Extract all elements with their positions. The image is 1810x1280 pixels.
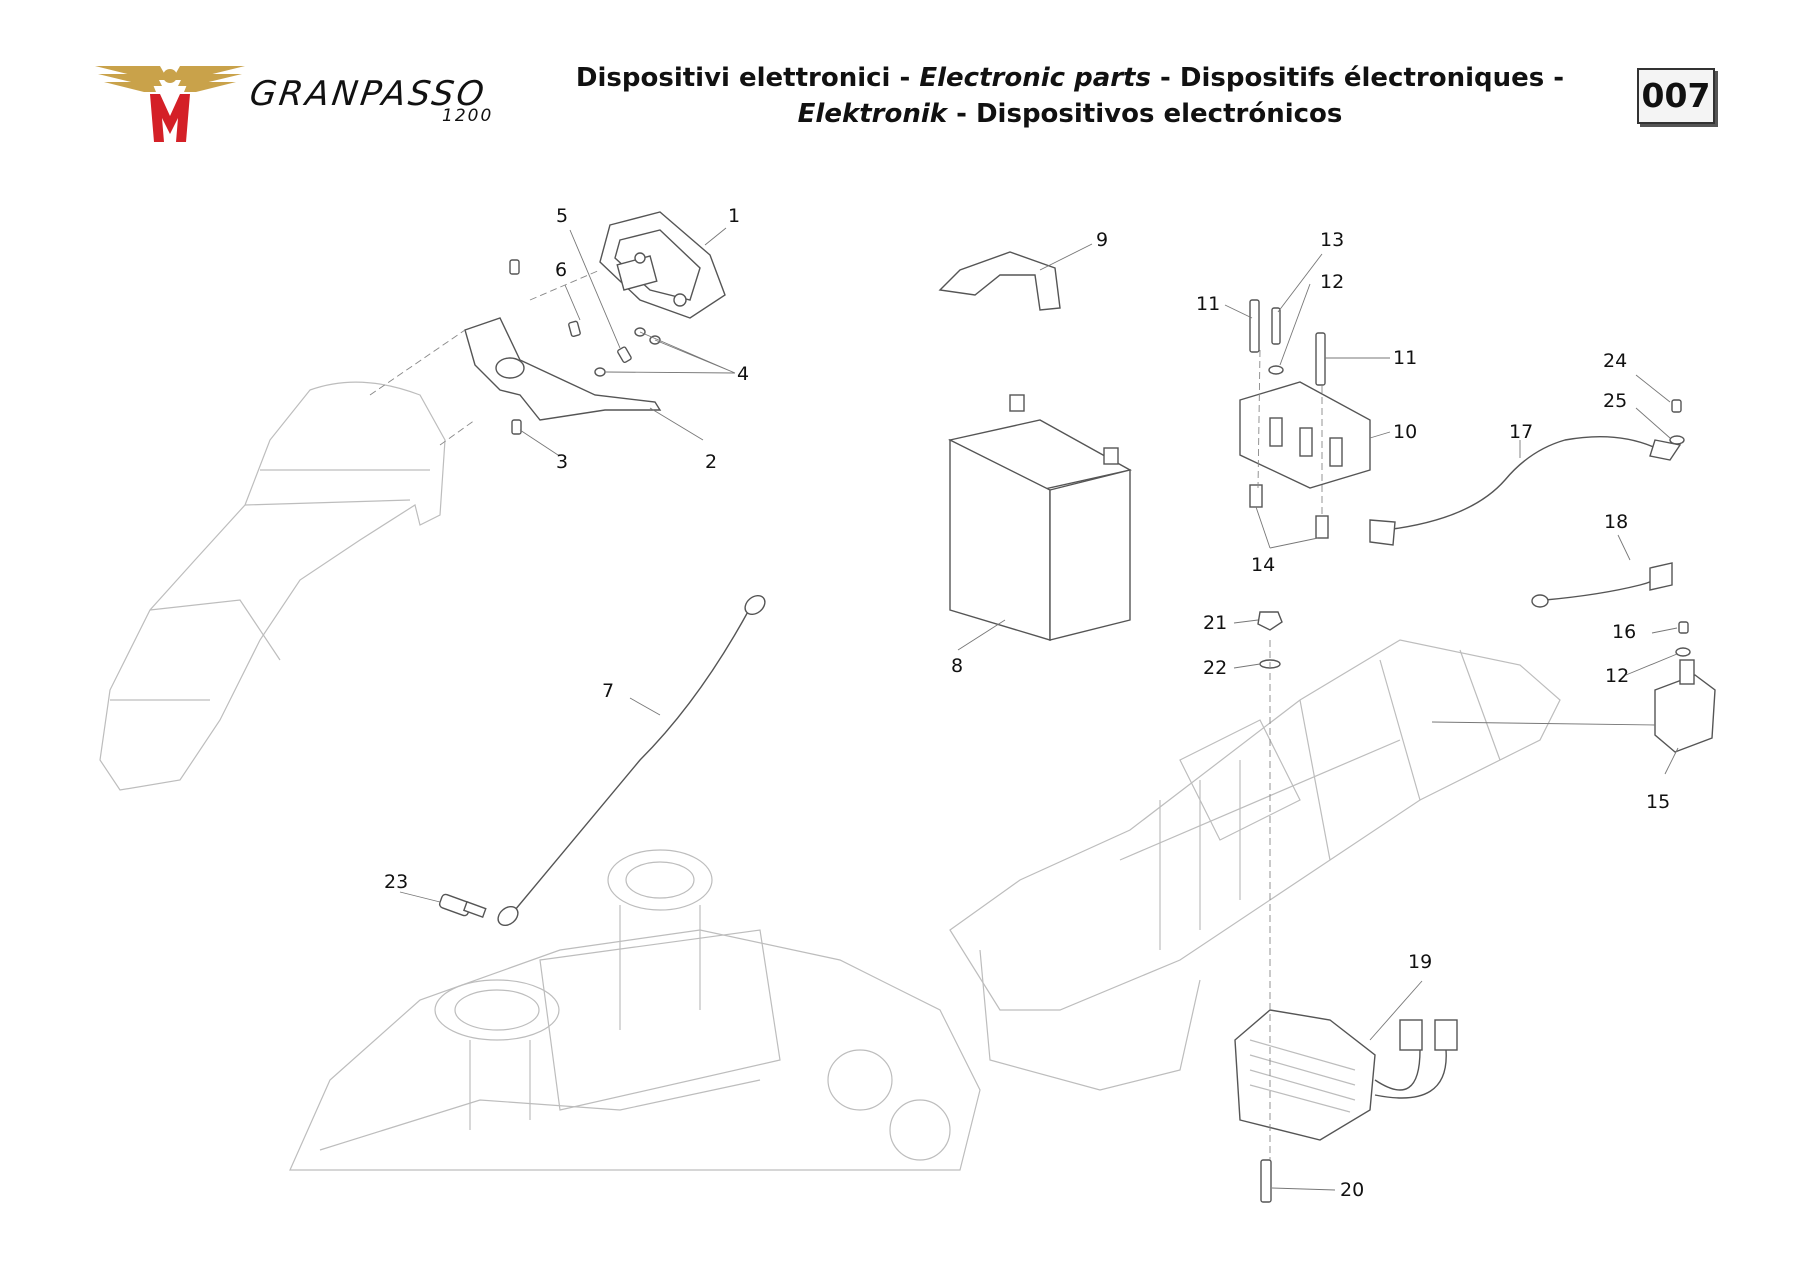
part-20-screw xyxy=(1260,1159,1272,1203)
part-18-ground-lead xyxy=(1531,562,1673,608)
title-fr: - Dispositifs électroniques - xyxy=(1150,63,1565,93)
part-17-battery-cable xyxy=(1369,436,1682,546)
callout-12a: 12 xyxy=(1320,271,1344,293)
title-line-1: Dispositivi elettronici - Electronic par… xyxy=(540,60,1600,96)
part-8-battery xyxy=(948,394,1132,641)
callout-5: 5 xyxy=(556,205,568,227)
callout-8: 8 xyxy=(951,655,963,677)
part-7-ground-cable xyxy=(497,594,766,927)
callout-6: 6 xyxy=(555,259,567,281)
page-number-badge: 007 xyxy=(1637,68,1715,124)
part-19-voltage-regulator xyxy=(1234,1009,1458,1141)
fuse-box-fasteners xyxy=(1249,299,1329,539)
callout-22: 22 xyxy=(1203,657,1227,679)
callout-19: 19 xyxy=(1408,951,1432,973)
small-fasteners xyxy=(509,259,661,435)
part-23-screw xyxy=(438,893,487,919)
moto-guzzi-logo xyxy=(90,58,510,148)
callout-11b: 11 xyxy=(1393,347,1417,369)
title-line-2: Elektronik - Dispositivos electrónicos xyxy=(540,96,1600,132)
page-title: Dispositivi elettronici - Electronic par… xyxy=(540,60,1600,132)
callout-7: 7 xyxy=(602,680,614,702)
callout-21: 21 xyxy=(1203,612,1227,634)
title-es: - Dispositivos electrónicos xyxy=(947,99,1343,129)
callout-10: 10 xyxy=(1393,421,1417,443)
part-9-battery-strap xyxy=(938,251,1061,311)
callout-24: 24 xyxy=(1603,350,1627,372)
eagle-logo-icon xyxy=(95,66,245,142)
airbox-ghost xyxy=(289,849,981,1171)
callout-2: 2 xyxy=(705,451,717,473)
part-2-bracket xyxy=(464,317,662,421)
model-name: 1200 xyxy=(442,106,494,126)
callout-16: 16 xyxy=(1612,621,1636,643)
callout-23: 23 xyxy=(384,871,408,893)
callout-13: 13 xyxy=(1320,229,1344,251)
relay-fasteners xyxy=(1669,399,1691,657)
callout-11a: 11 xyxy=(1196,293,1220,315)
part-15-relay xyxy=(1654,659,1716,753)
callout-9: 9 xyxy=(1096,229,1108,251)
subframe-ghost xyxy=(949,639,1561,1091)
part-10-fuse-box xyxy=(1239,381,1371,489)
part-1-instrument-unit xyxy=(599,211,726,319)
fairing-ghost xyxy=(99,381,446,791)
assembly-axes xyxy=(369,269,1323,1160)
callout-14: 14 xyxy=(1251,554,1275,576)
callout-4: 4 xyxy=(737,363,749,385)
callout-3: 3 xyxy=(556,451,568,473)
title-en: Electronic parts xyxy=(919,63,1151,93)
callout-15: 15 xyxy=(1646,791,1670,813)
leader-lines xyxy=(399,227,1679,1191)
title-de: Elektronik xyxy=(797,99,948,129)
callout-25: 25 xyxy=(1603,390,1627,412)
callout-17: 17 xyxy=(1509,421,1533,443)
callout-20: 20 xyxy=(1340,1179,1364,1201)
callout-labels: 1 2 3 4 5 6 7 8 9 10 11 11 12 12 13 14 1… xyxy=(384,205,1670,1201)
callout-1: 1 xyxy=(728,205,740,227)
callout-12b: 12 xyxy=(1605,665,1629,687)
title-it: Dispositivi elettronici - xyxy=(575,63,920,93)
callout-18: 18 xyxy=(1604,511,1628,533)
